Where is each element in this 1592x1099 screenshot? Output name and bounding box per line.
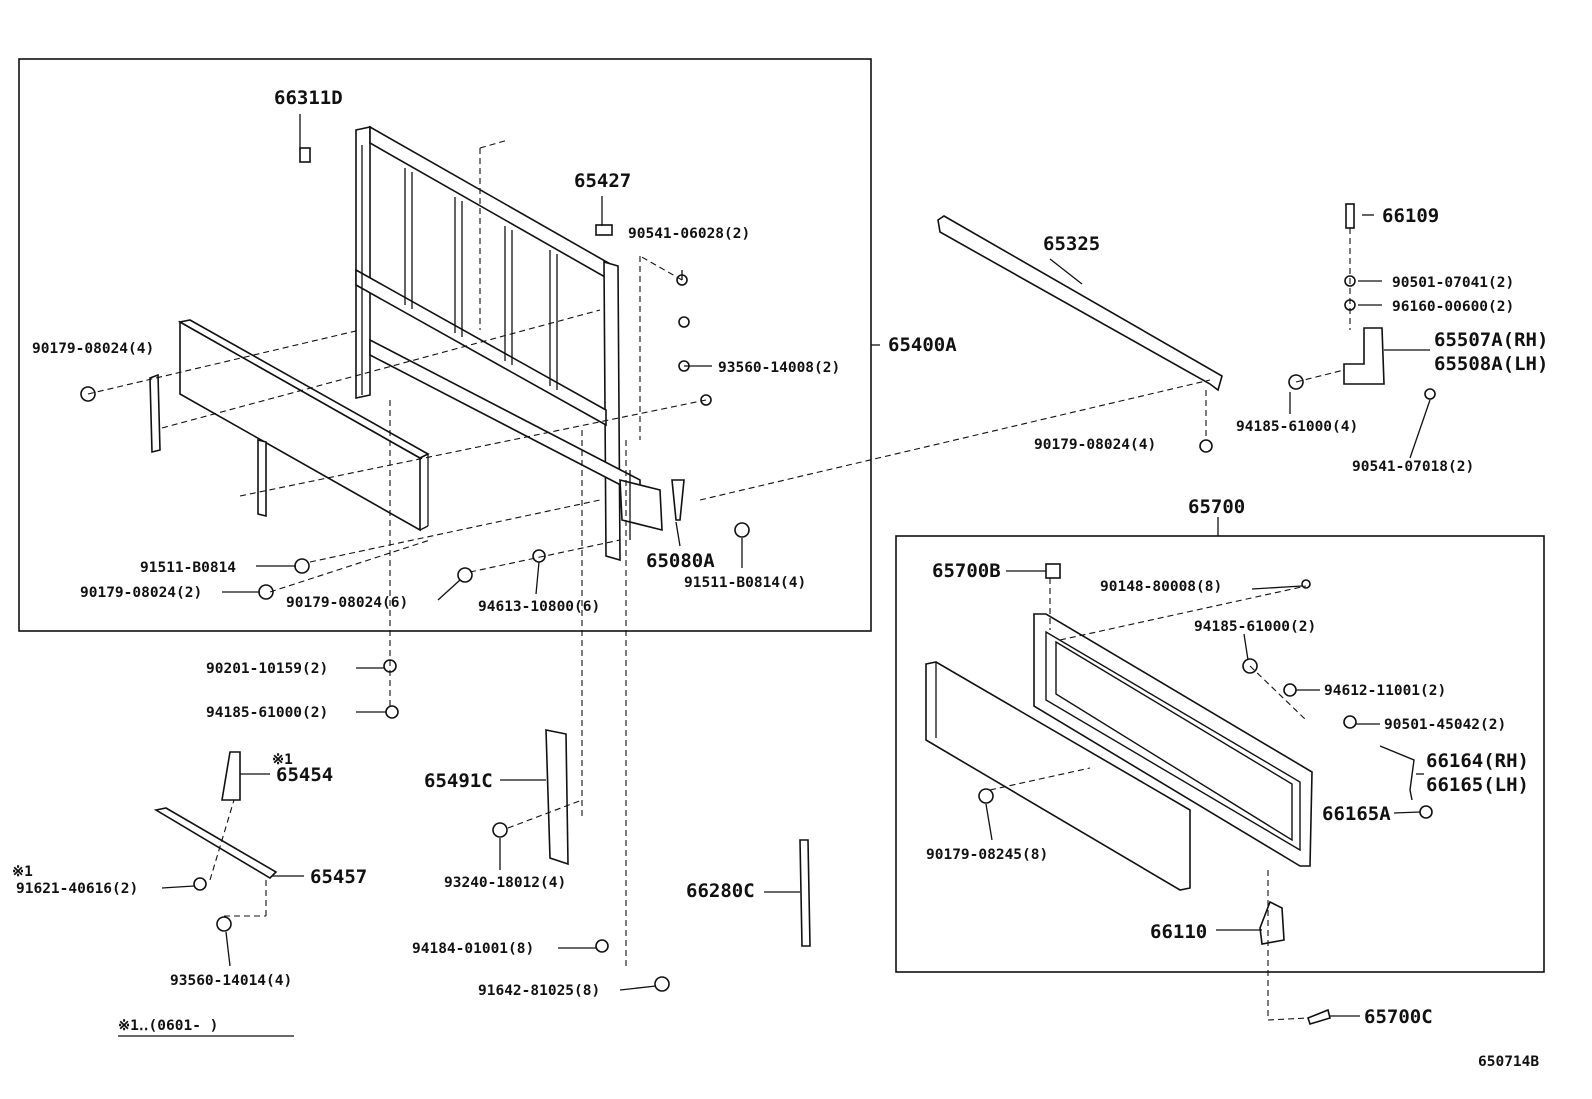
label-65700c: 65700C	[1364, 1006, 1433, 1028]
label-65427: 65427	[574, 170, 631, 192]
label-94185-61000-4: 94185-61000(4)	[1236, 419, 1358, 435]
label-96160-00600: 96160-00600(2)	[1392, 299, 1514, 315]
label-90501-45042: 90501-45042(2)	[1384, 717, 1506, 733]
label-90541-06028: 90541-06028(2)	[628, 226, 750, 242]
assembly-lines	[87, 139, 1351, 1021]
label-90541-07018: 90541-07018(2)	[1352, 459, 1474, 475]
label-91511-b0814: 91511-B0814	[140, 560, 236, 576]
label-66110: 66110	[1150, 921, 1207, 943]
label-93560-14014: 93560-14014(4)	[170, 973, 292, 989]
label-91621-note: ※1	[12, 864, 33, 880]
tailgate	[925, 613, 1313, 891]
label-90179-08024-2: 90179-08024(2)	[80, 585, 202, 601]
label-66165a: 66165A	[1322, 803, 1391, 825]
footnote: ※1‥(0601- )	[118, 1018, 218, 1034]
tailgate-assembly-box	[895, 535, 1545, 973]
part-labels: 66311D 65427 90541-06028(2) 90179-08024(…	[12, 87, 1548, 1070]
label-90148-80008: 90148-80008(8)	[1100, 579, 1222, 595]
label-65507a: 65507A(RH)	[1434, 329, 1548, 351]
label-90501-07041: 90501-07041(2)	[1392, 275, 1514, 291]
label-93560-14008: 93560-14008(2)	[718, 360, 840, 376]
cross-bar-65325	[937, 215, 1223, 392]
label-93240-18012: 93240-18012(4)	[444, 875, 566, 891]
label-66165: 66165(LH)	[1426, 774, 1529, 796]
small-parts	[80, 147, 1436, 1025]
label-90179-08245: 90179-08245(8)	[926, 847, 1048, 863]
front-board	[149, 319, 430, 532]
label-90179-08024-6: 90179-08024(6)	[286, 595, 408, 611]
label-94185-61000-2a: 94185-61000(2)	[206, 705, 328, 721]
label-66311d: 66311D	[274, 87, 343, 109]
label-94613-10800: 94613-10800(6)	[478, 599, 600, 615]
headboard-frame	[355, 125, 663, 562]
label-91511-b0814-4: 91511-B0814(4)	[684, 575, 806, 591]
label-94612-11001: 94612-11001(2)	[1324, 683, 1446, 699]
label-65700b: 65700B	[932, 560, 1001, 582]
label-90201-10159: 90201-10159(2)	[206, 661, 328, 677]
label-90179-08024-4b: 90179-08024(4)	[1034, 437, 1156, 453]
label-65325: 65325	[1043, 233, 1100, 255]
label-65400a: 65400A	[888, 334, 957, 356]
label-94185-61000-2b: 94185-61000(2)	[1194, 619, 1316, 635]
label-65080a: 65080A	[646, 550, 715, 572]
leader-lines	[118, 114, 1431, 1037]
label-65700: 65700	[1188, 496, 1245, 518]
label-65454: 65454	[276, 764, 333, 786]
label-90179-08024-4a: 90179-08024(4)	[32, 341, 154, 357]
label-66109: 66109	[1382, 205, 1439, 227]
label-94184-01001: 94184-01001(8)	[412, 941, 534, 957]
label-65457: 65457	[310, 866, 367, 888]
label-65491c: 65491C	[424, 770, 493, 792]
label-65454-note: ※1	[272, 752, 293, 768]
label-91621-40616: 91621-40616(2)	[16, 881, 138, 897]
label-66164: 66164(RH)	[1426, 750, 1529, 772]
label-66280c: 66280C	[686, 880, 755, 902]
label-91642-81025: 91642-81025(8)	[478, 983, 600, 999]
diagram-code: 650714B	[1478, 1054, 1539, 1070]
label-65508a: 65508A(LH)	[1434, 353, 1548, 375]
